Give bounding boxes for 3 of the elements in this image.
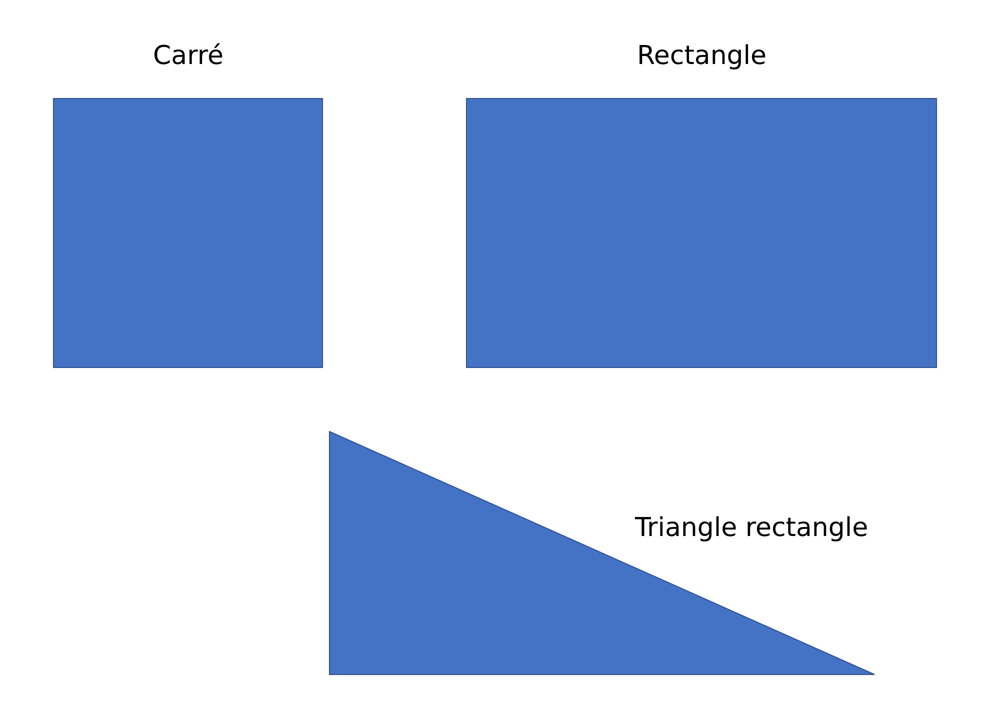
shape-label: Carré [153, 40, 224, 72]
shape-label: Rectangle [637, 40, 767, 72]
shape-label: Triangle rectangle [635, 512, 868, 544]
